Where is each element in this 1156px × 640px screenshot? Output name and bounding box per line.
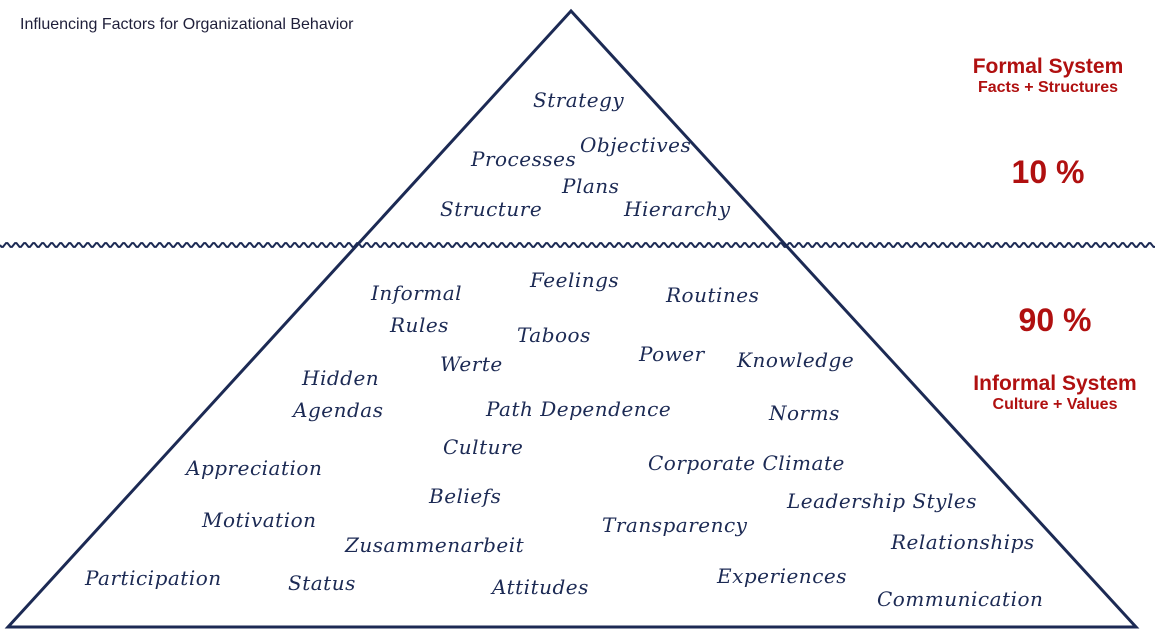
word-objectives: Objectives xyxy=(580,133,692,157)
word-taboos: Taboos xyxy=(517,323,591,347)
word-feelings: Feelings xyxy=(530,268,620,292)
word-participation: Participation xyxy=(85,566,222,590)
formal-system-subheading: Facts + Structures xyxy=(977,79,1119,96)
formal-system-label: Formal System Facts + Structures xyxy=(948,55,1148,97)
word-werte: Werte xyxy=(440,352,503,376)
word-experiences: Experiences xyxy=(717,564,847,588)
word-rules: Rules xyxy=(390,313,449,337)
pyramid-outline xyxy=(4,8,1140,629)
word-norms: Norms xyxy=(769,401,840,425)
informal-system-subheading: Culture + Values xyxy=(992,396,1118,413)
word-routines: Routines xyxy=(666,283,760,307)
word-appreciation: Appreciation xyxy=(186,456,323,480)
word-informal: Informal xyxy=(371,281,463,305)
formal-percent: 10 % xyxy=(1011,154,1085,190)
word-plans: Plans xyxy=(562,174,620,198)
word-communication: Communication xyxy=(877,587,1044,611)
word-processes: Processes xyxy=(471,147,577,171)
word-structure: Structure xyxy=(440,197,543,221)
informal-system-heading: Informal System xyxy=(973,372,1137,395)
informal-system-label: Informal System Culture + Values xyxy=(955,372,1155,414)
word-corporate-climate: Corporate Climate xyxy=(648,451,845,475)
formal-system-heading: Formal System xyxy=(972,55,1124,78)
word-attitudes: Attitudes xyxy=(492,575,589,599)
word-leadership-styles: Leadership Styles xyxy=(787,489,977,513)
word-motivation: Motivation xyxy=(202,508,317,532)
word-agendas: Agendas xyxy=(293,398,384,422)
word-hidden: Hidden xyxy=(302,366,380,390)
word-culture: Culture xyxy=(443,435,524,459)
word-relationships: Relationships xyxy=(891,530,1035,554)
informal-percent: 90 % xyxy=(1018,302,1092,338)
word-strategy: Strategy xyxy=(533,88,625,112)
word-transparency: Transparency xyxy=(602,513,748,537)
word-power: Power xyxy=(639,342,705,366)
waterline xyxy=(0,242,1155,248)
word-beliefs: Beliefs xyxy=(429,484,502,508)
word-hierarchy: Hierarchy xyxy=(624,197,731,221)
diagram-title: Influencing Factors for Organizational B… xyxy=(20,16,354,33)
word-zusammenarbeit: Zusammenarbeit xyxy=(345,533,525,557)
word-knowledge: Knowledge xyxy=(737,348,855,372)
word-status: Status xyxy=(288,571,356,595)
word-path-dependence: Path Dependence xyxy=(486,397,672,421)
